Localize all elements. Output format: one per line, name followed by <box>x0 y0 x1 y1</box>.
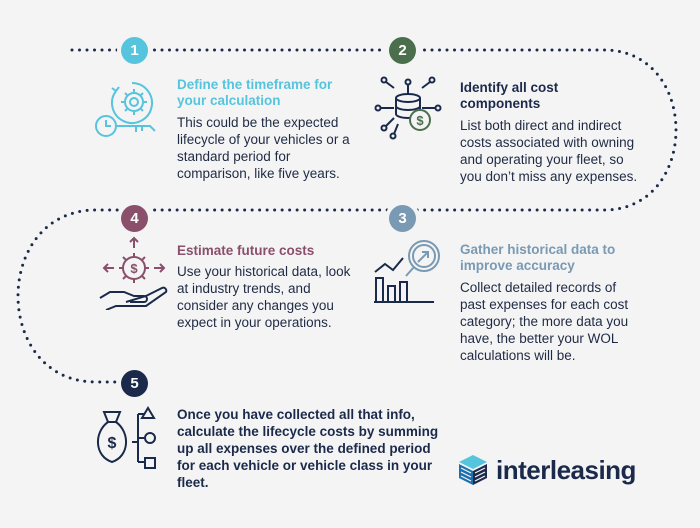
step-5-badge: 5 <box>121 370 148 397</box>
step-1-title: Define the timeframe for your calculatio… <box>177 77 333 108</box>
svg-text:$: $ <box>130 261 138 276</box>
logo-text: interleasing <box>496 454 636 485</box>
hand-gear-dollar-icon: $ <box>99 236 168 310</box>
step-5-description: Once you have collected all that info, c… <box>177 407 439 490</box>
step-1-badge: 1 <box>121 37 148 64</box>
magnifier-bar-chart-icon <box>374 240 440 303</box>
step-2-title: Identify all cost components <box>460 80 559 111</box>
svg-text:$: $ <box>108 435 117 452</box>
step-3-description: Collect detailed records of past expense… <box>460 280 629 363</box>
gear-clock-key-icon <box>95 82 156 137</box>
interleasing-logo: interleasing <box>456 453 636 487</box>
step-3-badge: 3 <box>389 205 416 232</box>
step-4-title: Estimate future costs <box>177 243 315 258</box>
step-4-description: Use your historical data, look at indust… <box>177 264 351 330</box>
step-3-title: Gather historical data to improve accura… <box>460 242 616 273</box>
money-bag-shapes-icon: $ <box>97 406 156 469</box>
interleasing-cube-icon <box>459 455 487 485</box>
step-2-badge: 2 <box>389 37 416 64</box>
step-1-description: This could be the expected lifecycle of … <box>177 115 350 181</box>
step-4-badge: 4 <box>121 205 148 232</box>
step-2-description: List both direct and indirect costs asso… <box>460 118 638 184</box>
database-network-dollar-icon: $ <box>374 76 442 140</box>
svg-text:$: $ <box>416 113 424 128</box>
